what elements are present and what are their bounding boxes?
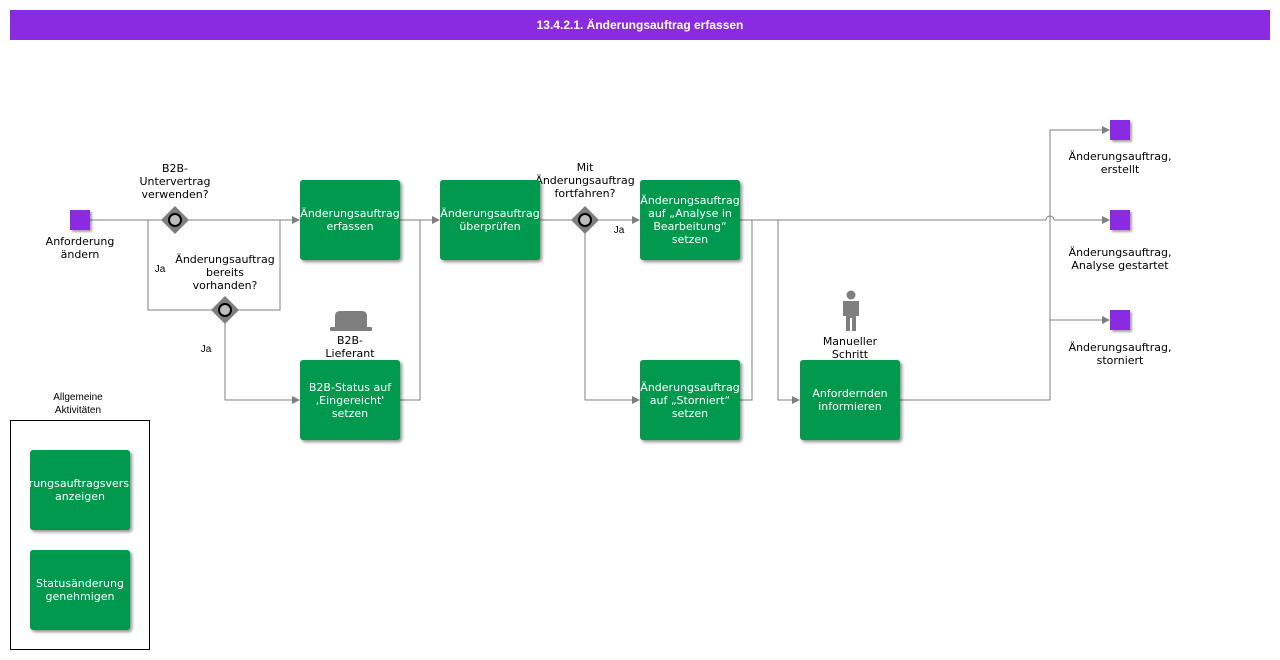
gateway-b2b-label: B2B- Untervertrag verwenden? [139, 162, 211, 201]
flow-label-ja: Ja [613, 225, 625, 236]
task-ueberpruefen-label: Änderungsauftrag überprüfen [440, 207, 540, 233]
task-analyse-label: Änderungsauftrag auf „Analyse in Bearbei… [640, 194, 740, 246]
resource-manuell-label: Manueller Schritt [822, 335, 878, 361]
task-erfassen[interactable]: Änderungsauftrag erfassen [300, 180, 400, 260]
gateway-continue-label: Mit Änderungsauftrag fortfahren? [535, 161, 635, 200]
task-anzeigen-label: Änderungsauftragsversionen anzeigen [30, 477, 130, 503]
end-event-created[interactable] [1110, 120, 1130, 140]
diagram-title: 13.4.2.1. Änderungsauftrag erfassen [10, 10, 1270, 40]
flow-informieren-ends [900, 126, 1110, 401]
start-event-label: Anforderung ändern [45, 235, 115, 261]
flow-analyse-informieren [740, 220, 753, 401]
flow-g2-b2b [224, 322, 300, 404]
task-ueberpruefen[interactable]: Änderungsauftrag überprüfen [440, 180, 540, 260]
gateway-exists-icon[interactable] [210, 295, 240, 325]
end-event-created-label: Änderungsauftrag, erstellt [1068, 150, 1172, 176]
general-activities-title: Allgemeine Aktivitäten [53, 392, 103, 416]
hat-icon [330, 311, 372, 331]
end-event-cancelled-label: Änderungsauftrag, storniert [1068, 341, 1172, 367]
general-activities-box [10, 420, 150, 650]
end-event-cancelled[interactable] [1110, 310, 1130, 330]
task-genehmigen[interactable]: Statusänderung genehmigen [30, 550, 130, 630]
task-b2b-status-label: B2B-Status auf ‚Eingereicht' setzen [308, 380, 392, 420]
gateway-b2b-icon[interactable] [160, 205, 190, 235]
end-event-analysis-label: Änderungsauftrag, Analyse gestartet [1068, 246, 1172, 272]
resource-lieferant-label: B2B- Lieferant [325, 334, 375, 360]
task-storniert[interactable]: Änderungsauftrag auf „Storniert“ setzen [640, 360, 740, 440]
task-genehmigen-label: Statusänderung genehmigen [36, 577, 124, 603]
task-b2b-status[interactable]: B2B-Status auf ‚Eingereicht' setzen [300, 360, 400, 440]
flow-label-ja: Ja [154, 264, 166, 275]
gateway-exists-label: Änderungsauftrag bereits vorhanden? [175, 253, 275, 292]
start-event[interactable] [70, 210, 90, 230]
flow-start-g2 [147, 220, 213, 311]
flow-g3-storniert [584, 232, 640, 404]
task-informieren-label: Anfordernden informieren [812, 387, 888, 413]
task-storniert-label: Änderungsauftrag auf „Storniert“ setzen [640, 380, 740, 420]
task-analyse[interactable]: Änderungsauftrag auf „Analyse in Bearbei… [640, 180, 740, 260]
flow-g2-erfassen [237, 220, 281, 311]
task-informieren[interactable]: Anfordernden informieren [800, 360, 900, 440]
person-icon [843, 290, 859, 331]
end-event-analysis[interactable] [1110, 210, 1130, 230]
flow-b2b-ueberpruefen [400, 220, 421, 401]
task-erfassen-label: Änderungsauftrag erfassen [300, 207, 400, 233]
gateway-continue-icon[interactable] [570, 205, 600, 235]
task-anzeigen[interactable]: Änderungsauftragsversionen anzeigen [30, 450, 130, 530]
flow-label-ja: Ja [200, 344, 212, 355]
